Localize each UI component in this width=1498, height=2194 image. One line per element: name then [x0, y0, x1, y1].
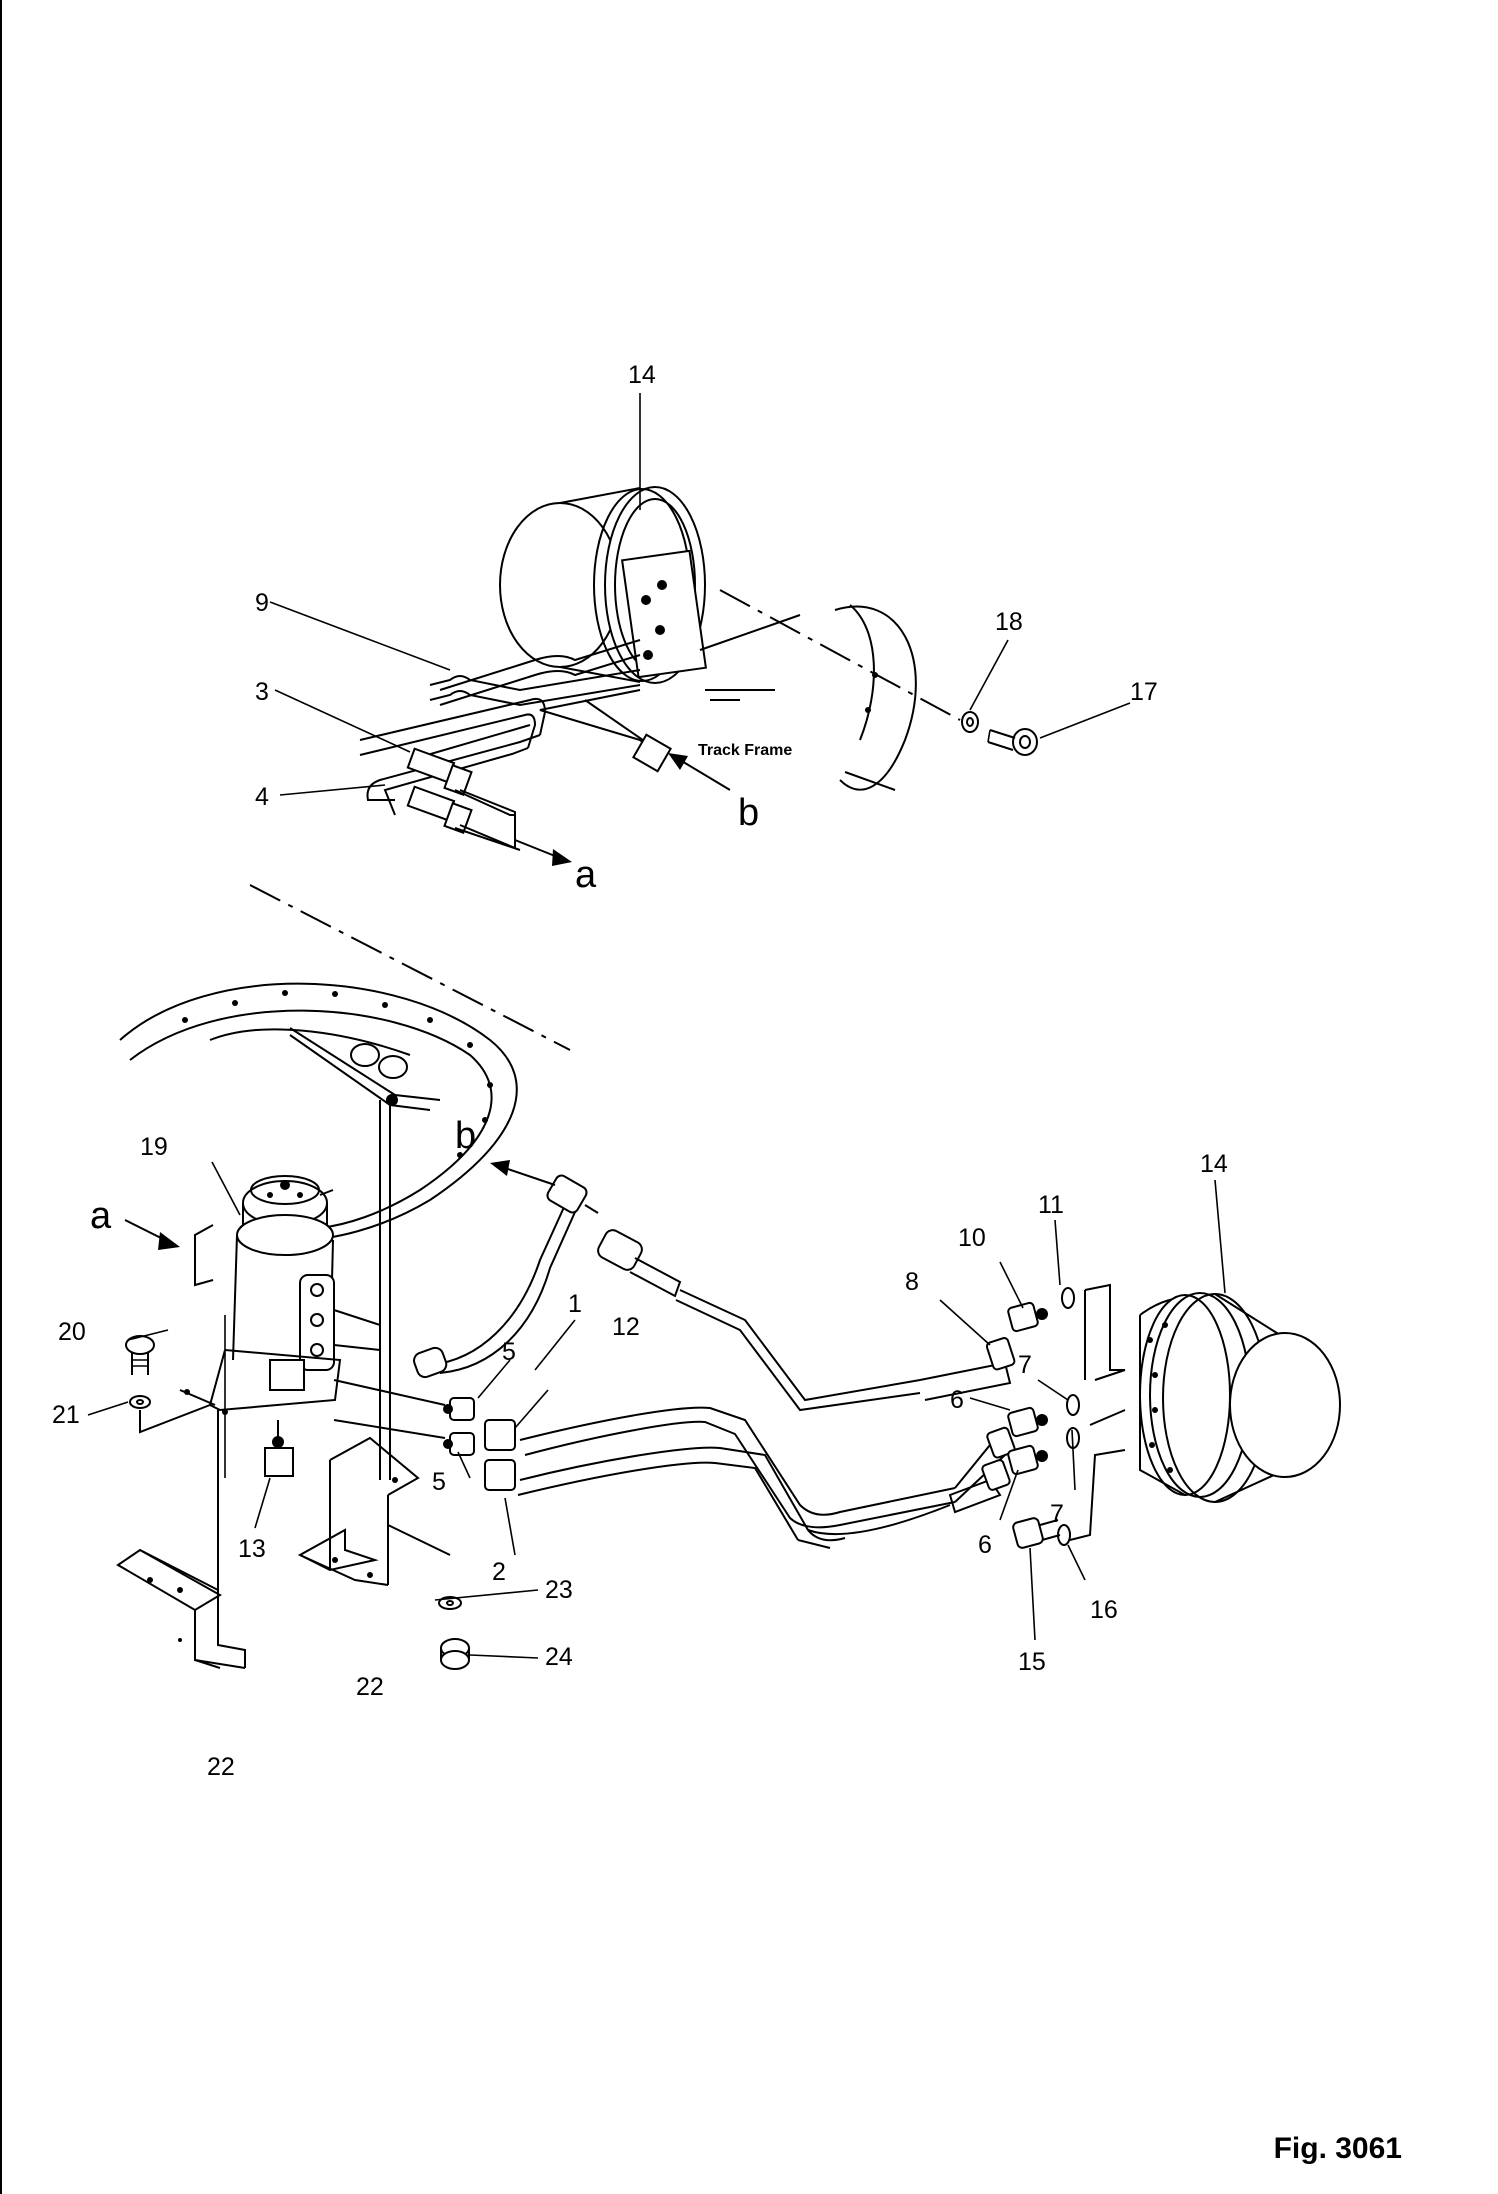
callout-6-lower: 6 — [978, 1531, 992, 1559]
callout-2: 2 — [492, 1558, 506, 1586]
washer-leader — [139, 1404, 211, 1434]
callout-11: 11 — [1038, 1191, 1064, 1219]
swivel-joint-19 — [179, 1175, 381, 1415]
travel-motor-lower — [1069, 1283, 1341, 1541]
view-b-letter-upper: b — [738, 792, 759, 834]
callout-14-upper: 14 — [628, 361, 656, 389]
callout-6-upper: 6 — [950, 1386, 964, 1414]
callout-22-rear: 22 — [207, 1753, 235, 1781]
view-b-arrow-upper — [679, 759, 731, 791]
view-a-arrow-lower — [124, 1219, 166, 1241]
callout-15: 15 — [1018, 1648, 1046, 1676]
callout-5-lower: 5 — [432, 1468, 446, 1496]
bolt-15 — [1012, 1517, 1061, 1549]
callout-22-front: 22 — [356, 1673, 384, 1701]
center-line-upper — [719, 589, 961, 721]
divider-line — [249, 884, 571, 1051]
view-b-arrow-lower — [504, 1167, 556, 1186]
bracket-22-rear — [116, 1410, 246, 1669]
callout-8: 8 — [905, 1268, 919, 1296]
callout-20: 20 — [58, 1318, 86, 1346]
nut-24 — [440, 1638, 470, 1670]
hose-12 — [413, 1174, 599, 1379]
adapters-6-10 — [1007, 1301, 1048, 1476]
callout-17: 17 — [1130, 678, 1158, 706]
page-border — [0, 0, 2, 2194]
washer-21 — [129, 1395, 151, 1409]
callout-3: 3 — [255, 678, 269, 706]
bracket-22-front — [297, 1436, 451, 1586]
upper-pipes — [359, 639, 672, 851]
callout-21: 21 — [52, 1401, 80, 1429]
callout-7-upper: 7 — [1018, 1351, 1032, 1379]
swing-circle — [119, 982, 518, 1480]
callout-1: 1 — [568, 1290, 582, 1318]
track-frame-label: Track Frame — [698, 742, 792, 759]
callout-24: 24 — [545, 1643, 573, 1671]
adapters-1-2-5 — [333, 1379, 516, 1491]
callout-14-lower: 14 — [1200, 1150, 1228, 1178]
travel-motor-upper — [499, 486, 708, 684]
callout-10: 10 — [958, 1224, 986, 1252]
callout-numbers: 14 18 17 9 3 4 19 20 21 13 22 22 5 5 1 2… — [52, 361, 1228, 1781]
callout-12: 12 — [612, 1313, 640, 1341]
callout-23: 23 — [545, 1576, 573, 1604]
track-frame — [699, 604, 917, 791]
view-a-arrow-upper — [514, 839, 561, 859]
callout-16: 16 — [1090, 1596, 1118, 1624]
callout-13: 13 — [238, 1535, 266, 1563]
view-a-letter-lower: a — [90, 1195, 112, 1237]
view-a-letter-upper: a — [575, 854, 597, 896]
washer-23 — [438, 1596, 462, 1610]
bolt-17 — [987, 728, 1038, 756]
leader-lines — [87, 393, 1226, 1659]
callout-4: 4 — [255, 783, 269, 811]
callout-9: 9 — [255, 589, 269, 617]
figure-label: Fig. 3061 — [1273, 2132, 1402, 2165]
o-rings — [1057, 1287, 1080, 1546]
hose-8 — [597, 1229, 1016, 1412]
view-a-leader-upper — [459, 789, 516, 850]
bolt-20 — [125, 1335, 155, 1375]
pipe-1-2 — [517, 1406, 1016, 1549]
washer-18 — [961, 711, 979, 733]
callout-5-upper: 5 — [502, 1338, 516, 1366]
callout-18: 18 — [995, 608, 1023, 636]
callout-7-lower: 7 — [1050, 1500, 1064, 1528]
elbow-13 — [264, 1420, 294, 1477]
view-b-letter-lower: b — [455, 1115, 476, 1157]
callout-19: 19 — [140, 1133, 168, 1161]
